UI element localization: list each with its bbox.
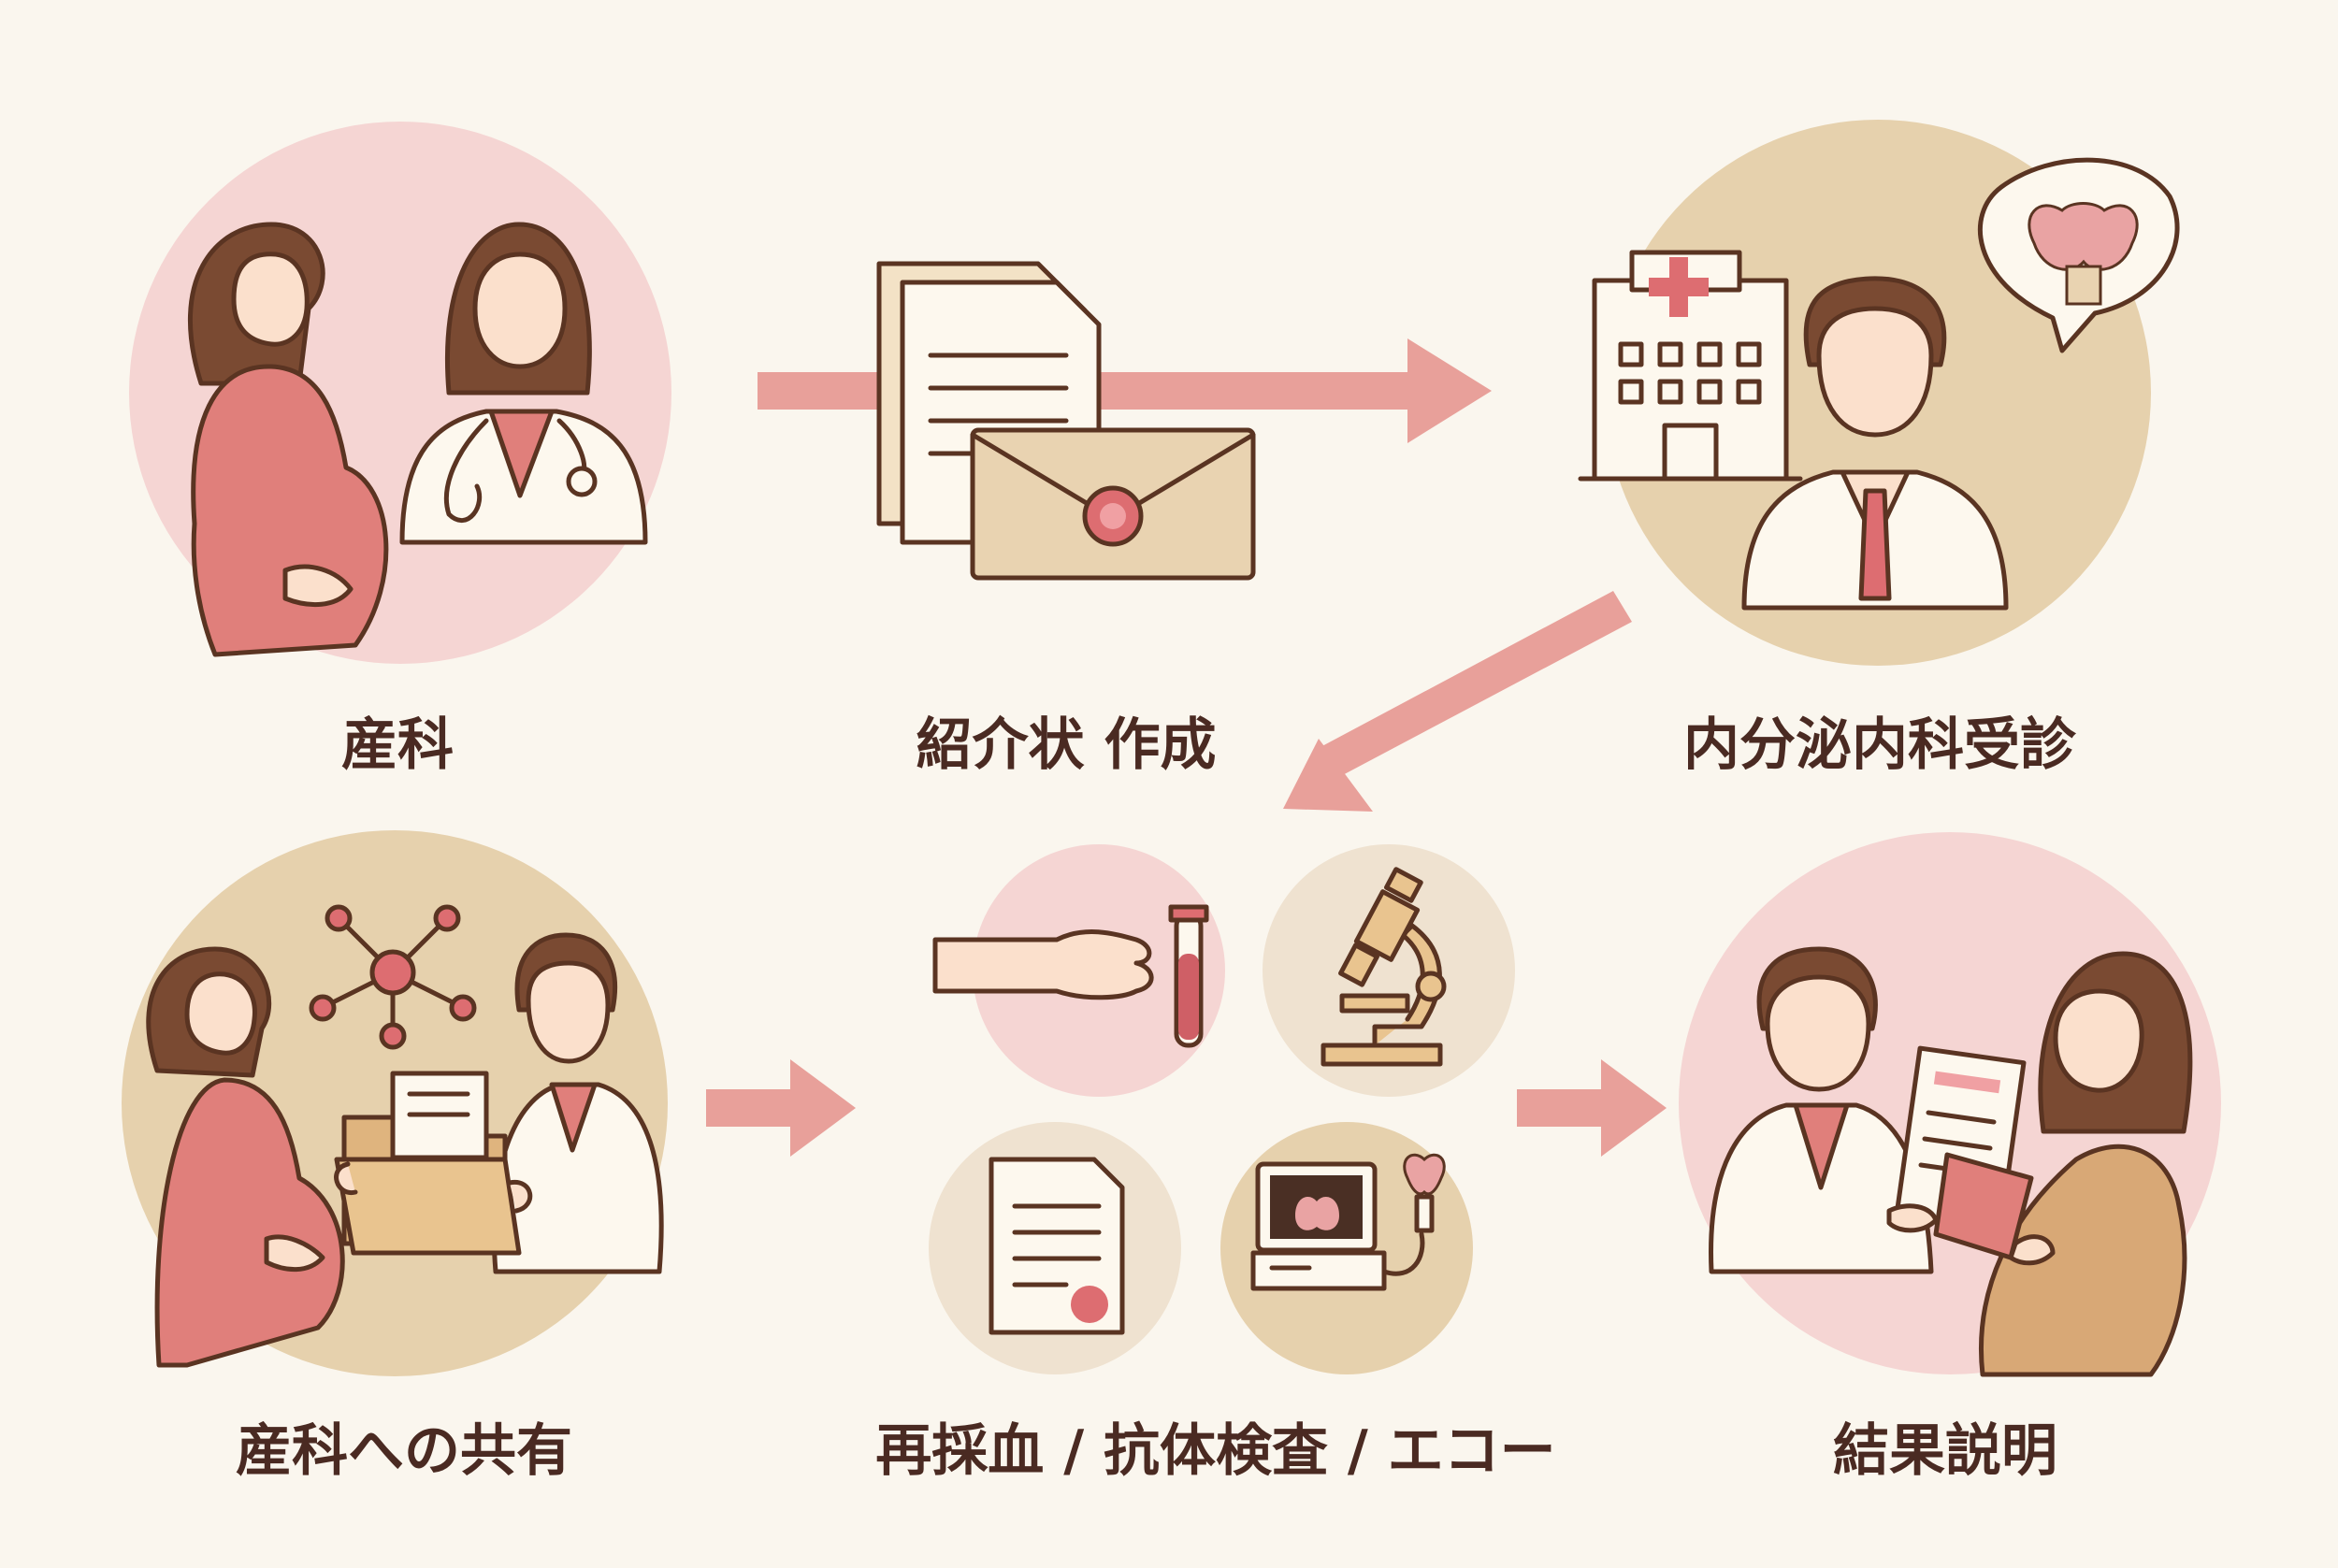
pregnant-woman-icon [188,222,389,657]
step-endocrinology-visit [1578,120,2180,666]
label-results-explanation: 結果説明 [1833,1418,2057,1484]
thyroid-icon [1978,157,2180,353]
folder-icon [334,1071,533,1256]
microscope-icon [1321,867,1447,1067]
arrow-tests-to-results [1517,1059,1667,1157]
step-obstetrics [129,122,671,664]
arrow-to-tests [1283,591,1632,812]
step-tests [929,844,1515,1374]
label-obstetrics: 産科 [341,712,454,778]
report-icon [989,1157,1125,1335]
blood-draw-icon [932,904,1209,1048]
label-tests: 再採血 / 抗体検査 / エコー [875,1418,1556,1484]
label-endocrinology-visit: 内分泌内科受診 [1683,712,2076,778]
step-referral-letter [876,261,1256,581]
arrow-share-to-tests [706,1059,856,1157]
male-doctor-icon [1741,276,2009,611]
pregnant-woman-icon [146,946,345,1368]
label-share-with-obstetrics: 産科への共有 [236,1418,572,1484]
arrow-to-endocrinology [758,338,1492,443]
step-share-with-obstetrics [122,830,668,1376]
hospital-icon [1578,250,1803,482]
network-icon [309,904,477,1050]
female-doctor-icon [399,222,648,545]
step-results-explanation [1679,832,2221,1377]
label-referral-letter: 紹介状 作成 [916,712,1217,778]
pregnant-woman-icon [1933,951,2193,1377]
ultrasound-icon [1250,1153,1446,1291]
male-doctor-icon [1709,946,1934,1274]
wax-seal-icon [1082,485,1144,547]
stethoscope-icon [443,418,598,523]
